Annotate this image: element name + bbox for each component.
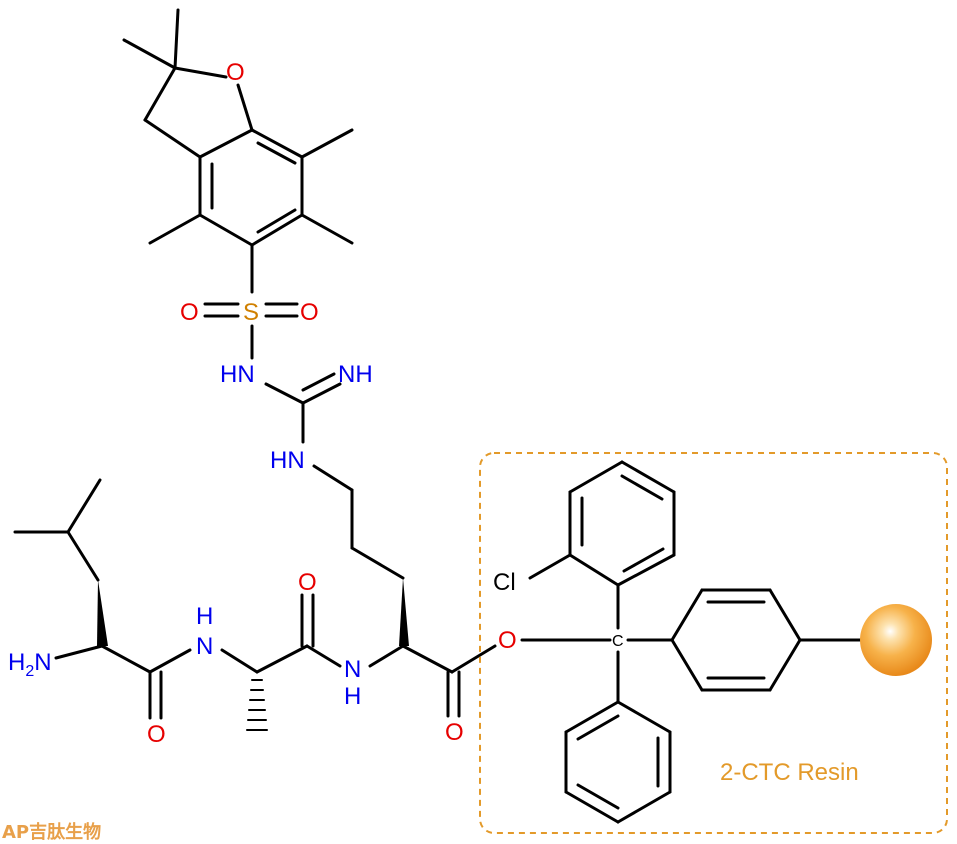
guanidine-group bbox=[264, 372, 354, 492]
company-logo: AP吉肽生物 bbox=[2, 821, 101, 843]
ester-oxygen-label: O bbox=[498, 627, 517, 654]
amide-n-2-label: N bbox=[344, 656, 361, 683]
trityl-carbon-label: C bbox=[612, 633, 624, 650]
resin-label: 2-CTC Resin bbox=[720, 759, 859, 786]
sulfonyl-oxygen-left-label: O bbox=[180, 299, 199, 326]
hashed-bond bbox=[246, 679, 268, 731]
sulfonamide-nh-label: HN bbox=[220, 361, 255, 388]
atom-labels: O O O S HN NH HN H2N H N O O N H O O Cl … bbox=[8, 59, 624, 748]
chlorine-label: Cl bbox=[493, 569, 516, 596]
ring-oxygen-label: O bbox=[226, 59, 245, 86]
wedge-bond bbox=[97, 580, 108, 646]
amide-oxygen-2-label: O bbox=[298, 569, 317, 596]
amide-h-2-label: H bbox=[344, 683, 361, 710]
pbf-group bbox=[122, 8, 354, 294]
guanidine-hn-label: HN bbox=[270, 447, 305, 474]
arginine-side-chain bbox=[350, 488, 409, 646]
amide-oxygen-1-label: O bbox=[147, 721, 166, 748]
amide-h-1-label: H bbox=[196, 603, 213, 630]
peptide-backbone bbox=[13, 478, 497, 731]
trityl-group bbox=[520, 460, 862, 824]
wedge-bond bbox=[399, 578, 409, 646]
sulfonyl-group bbox=[203, 302, 299, 360]
amine-label: H2N bbox=[8, 649, 52, 680]
sphere-icon bbox=[860, 604, 932, 676]
ester-carbonyl-oxygen-label: O bbox=[445, 719, 464, 746]
sulfonyl-oxygen-right-label: O bbox=[300, 299, 319, 326]
sulfur-label: S bbox=[243, 299, 259, 326]
amide-n-1-label: N bbox=[196, 633, 213, 660]
imine-nh-label: NH bbox=[338, 361, 373, 388]
